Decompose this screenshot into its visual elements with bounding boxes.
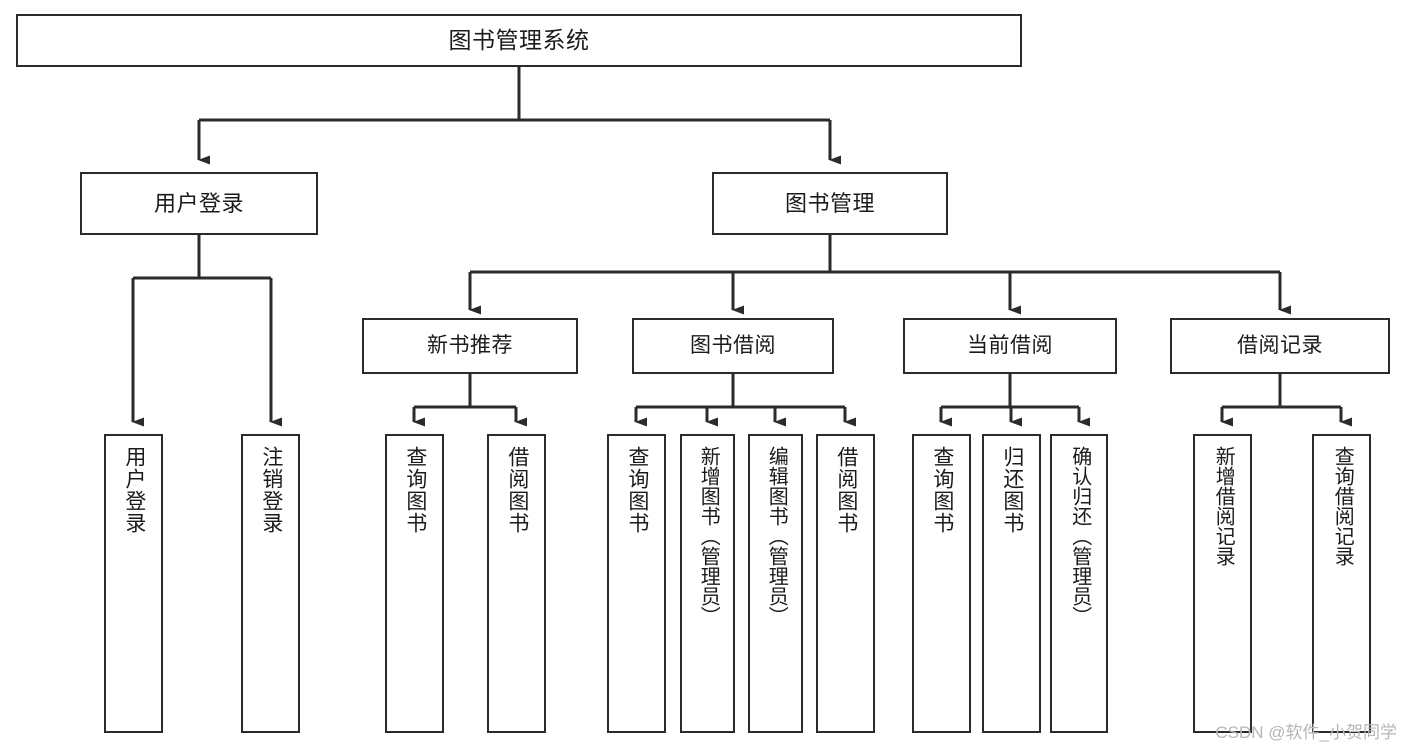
node-label: 图书借阅 <box>690 333 776 357</box>
node-leaf-new-book-borrow[interactable]: 借阅图书 <box>487 434 546 733</box>
node-label: 借阅记录 <box>1237 333 1323 357</box>
node-leaf-current-borrow-confirm[interactable]: 确认归还（管理员） <box>1050 434 1108 733</box>
node-borrow-record[interactable]: 借阅记录 <box>1170 318 1390 374</box>
node-label: 查询图书 <box>625 446 649 534</box>
node-leaf-user-login-login[interactable]: 用户登录 <box>104 434 163 733</box>
node-label: 归还图书 <box>1000 446 1024 534</box>
node-leaf-book-borrow-query[interactable]: 查询图书 <box>607 434 666 733</box>
node-label: 注销登录 <box>259 446 283 534</box>
node-label: 查询图书 <box>930 446 954 534</box>
node-leaf-current-borrow-query[interactable]: 查询图书 <box>912 434 971 733</box>
node-label: 新增图书（管理员） <box>697 446 720 626</box>
node-label: 图书管理 <box>784 190 875 216</box>
node-user-login[interactable]: 用户登录 <box>80 172 318 235</box>
node-label: 新书推荐 <box>427 333 513 357</box>
node-label: 图书管理系统 <box>448 27 590 54</box>
node-book-management[interactable]: 图书管理 <box>712 172 948 235</box>
node-label: 新增借阅记录 <box>1212 446 1235 566</box>
node-label: 借阅图书 <box>834 446 858 534</box>
node-leaf-new-book-query[interactable]: 查询图书 <box>385 434 444 733</box>
node-new-book-recommend[interactable]: 新书推荐 <box>362 318 578 374</box>
node-label: 当前借阅 <box>967 333 1053 357</box>
node-leaf-book-borrow-add[interactable]: 新增图书（管理员） <box>680 434 735 733</box>
node-leaf-borrow-record-add[interactable]: 新增借阅记录 <box>1193 434 1252 733</box>
node-label: 编辑图书（管理员） <box>765 446 788 626</box>
node-label: 用户登录 <box>122 446 146 534</box>
node-leaf-book-borrow-edit[interactable]: 编辑图书（管理员） <box>748 434 803 733</box>
node-label: 确认归还（管理员） <box>1068 446 1091 626</box>
node-label: 借阅图书 <box>505 446 529 534</box>
node-root-library-system[interactable]: 图书管理系统 <box>16 14 1022 67</box>
node-label: 用户登录 <box>153 190 244 216</box>
node-leaf-current-borrow-return[interactable]: 归还图书 <box>982 434 1041 733</box>
node-current-borrow[interactable]: 当前借阅 <box>903 318 1117 374</box>
node-leaf-book-borrow-borrow[interactable]: 借阅图书 <box>816 434 875 733</box>
node-book-borrow[interactable]: 图书借阅 <box>632 318 834 374</box>
node-label: 查询借阅记录 <box>1331 446 1354 566</box>
node-label: 查询图书 <box>403 446 427 534</box>
node-leaf-user-login-logout[interactable]: 注销登录 <box>241 434 300 733</box>
node-leaf-borrow-record-query[interactable]: 查询借阅记录 <box>1312 434 1371 733</box>
